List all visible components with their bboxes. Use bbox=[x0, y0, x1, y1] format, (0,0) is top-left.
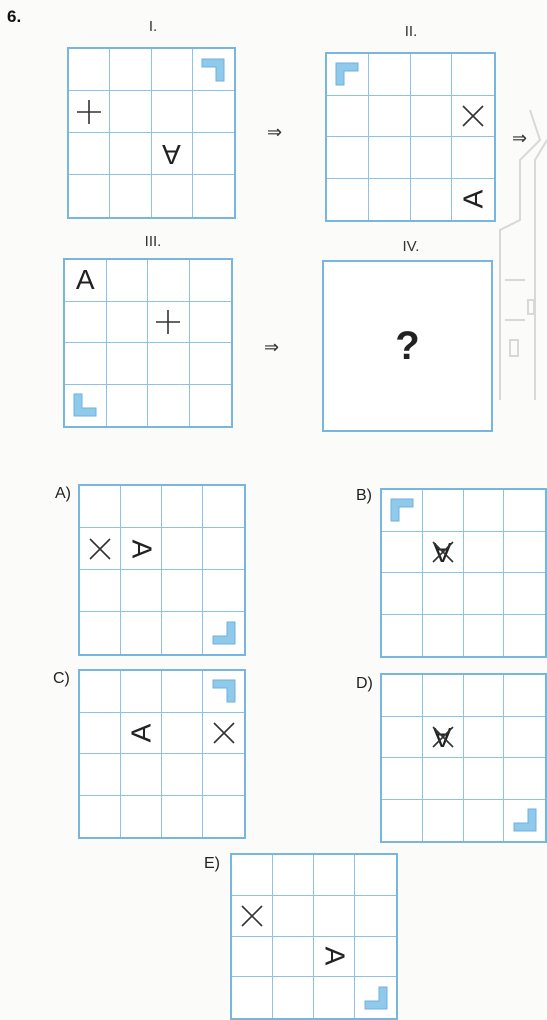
figure-1-grid: A bbox=[67, 47, 236, 219]
option-c-grid[interactable]: A bbox=[78, 669, 246, 839]
corner-shape-icon bbox=[361, 983, 391, 1013]
option-b-grid[interactable]: A bbox=[380, 488, 547, 658]
option-c-label[interactable]: C) bbox=[53, 670, 70, 688]
option-d-label[interactable]: D) bbox=[356, 675, 373, 693]
figure-label-2: II. bbox=[381, 23, 441, 40]
plus-icon bbox=[153, 307, 183, 337]
arrow-2-right: ⇒ bbox=[512, 128, 527, 149]
arrow-1-to-2: ⇒ bbox=[267, 122, 282, 143]
plus-icon bbox=[74, 97, 104, 127]
option-e-grid[interactable]: A bbox=[230, 853, 398, 1020]
corner-shape-icon bbox=[332, 59, 362, 89]
question-number: 6. bbox=[7, 7, 21, 27]
corner-shape-icon bbox=[70, 390, 100, 420]
option-a-label[interactable]: A) bbox=[55, 485, 71, 503]
corner-shape-icon bbox=[209, 618, 239, 648]
letter-a-upright: A bbox=[76, 266, 95, 294]
figure-label-4: IV. bbox=[381, 238, 441, 255]
corner-shape-icon bbox=[198, 55, 228, 85]
letter-a-rotated-right: A bbox=[320, 947, 348, 966]
option-b-label[interactable]: B) bbox=[356, 487, 372, 505]
arrow-3-to-4: ⇒ bbox=[264, 337, 279, 358]
option-e-label[interactable]: E) bbox=[204, 855, 220, 873]
cross-icon bbox=[237, 901, 267, 931]
letter-a-rotated-180: A bbox=[162, 140, 181, 168]
cross-icon bbox=[85, 534, 115, 564]
figure-4-unknown-box: ? bbox=[322, 260, 493, 432]
cross-icon bbox=[428, 722, 458, 752]
figure-3-grid: A bbox=[63, 258, 233, 428]
corner-shape-icon bbox=[387, 495, 417, 525]
figure-label-1: I. bbox=[123, 18, 183, 35]
letter-a-rotated-left: A bbox=[459, 190, 487, 209]
cross-icon bbox=[458, 101, 488, 131]
corner-shape-icon bbox=[209, 676, 239, 706]
cross-icon bbox=[428, 537, 458, 567]
option-a-grid[interactable]: A bbox=[78, 484, 246, 656]
option-d-grid[interactable]: A bbox=[380, 673, 547, 843]
cross-icon bbox=[209, 718, 239, 748]
corner-shape-icon bbox=[510, 805, 540, 835]
figure-2-grid: A bbox=[325, 52, 496, 222]
letter-a-rotated-left: A bbox=[127, 723, 155, 742]
letter-a-rotated-right: A bbox=[127, 539, 155, 558]
figure-label-3: III. bbox=[123, 233, 183, 250]
question-mark: ? bbox=[395, 324, 419, 369]
